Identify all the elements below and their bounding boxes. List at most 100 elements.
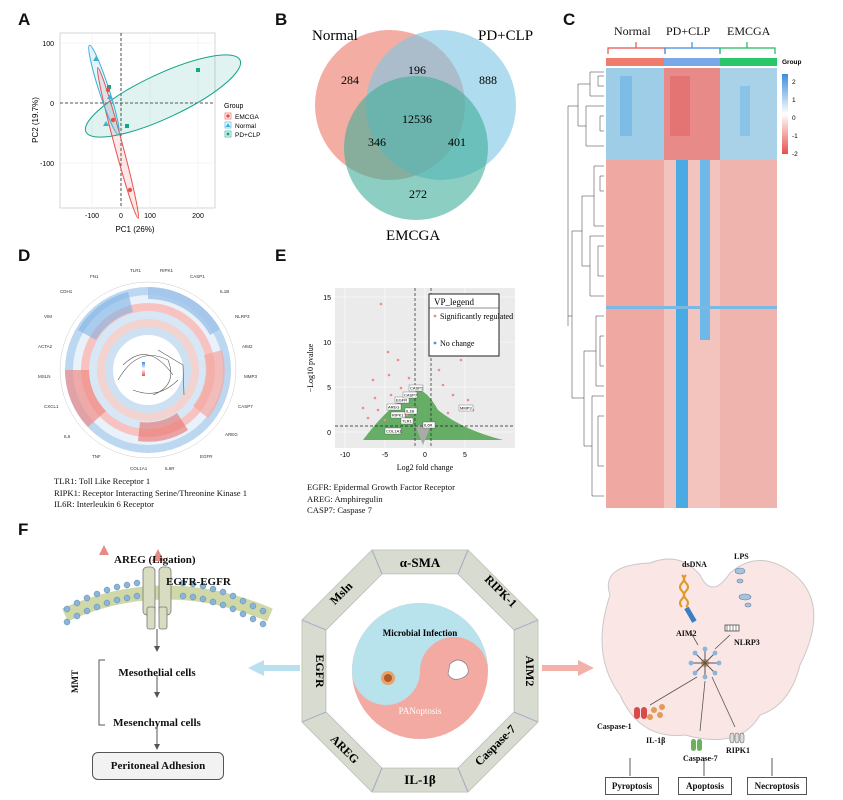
panoptosis-cell: [601, 558, 815, 751]
venn-region-normal-emcga: 346: [368, 135, 386, 149]
panel-label-b: B: [275, 10, 288, 29]
pca-point-pdclp: [196, 68, 200, 72]
panel-label-d: D: [18, 246, 31, 265]
venn-region-pdclp-emcga: 401: [448, 135, 466, 149]
venn-region-emcga-only: 272: [409, 187, 427, 201]
pca-ytick: -100: [40, 161, 54, 168]
volcano-xlabel: Log2 fold change: [397, 463, 454, 472]
heatmap-scale-2: 2: [792, 79, 796, 86]
svg-text:IL1B: IL1B: [220, 289, 229, 294]
nlrp3-icon: [724, 624, 740, 632]
egfr-receptor-icon: [142, 566, 172, 630]
cell-icon: [447, 659, 469, 680]
volcano-legend-nochange: No change: [440, 339, 475, 348]
svg-text:CASP1: CASP1: [190, 274, 205, 279]
heatmap-group-normal: Normal: [614, 24, 651, 38]
volcano-ytick: 15: [323, 295, 331, 302]
pca-point-normal: [103, 121, 109, 126]
lps-icon: [734, 567, 752, 608]
heatmap-cells: [606, 68, 777, 508]
volcano-ytick: 10: [323, 340, 331, 347]
volcano-ytick: 5: [327, 385, 331, 392]
membrane-pathway: [62, 545, 273, 750]
il1b-icon: [647, 704, 665, 720]
venn-label-emcga: EMCGA: [386, 228, 440, 244]
volcano-gene-label: CASP7: [404, 393, 418, 398]
pca-ytick: 100: [42, 41, 54, 48]
venn-region-normal-only: 284: [341, 73, 359, 87]
pca-points: [93, 56, 200, 193]
outcome-necroptosis: Necroptosis: [747, 777, 807, 795]
pca-point-normal: [107, 94, 113, 99]
caspase7-icon: [691, 739, 702, 751]
venn-label-normal: Normal: [312, 28, 358, 44]
inflammasome-icon: [688, 646, 722, 680]
heatmap-legend-title: Group: [782, 59, 802, 66]
peritoneal-adhesion-box: Peritoneal Adhesion: [92, 752, 224, 780]
receptor-label: EGFR-EGFR: [166, 576, 231, 588]
heatmap-scale-0: 0: [792, 115, 796, 122]
volcano-caption-casp7: CASP7: Caspase 7: [307, 505, 372, 515]
caspase7-label: Caspase-7: [683, 754, 718, 763]
pca-ylabel: PC2 (19.7%): [31, 97, 40, 143]
heatmap-scale-1: 1: [792, 97, 796, 104]
octagon-label-il1b: IL-1β: [404, 772, 436, 787]
aim2-icon: [684, 606, 697, 623]
svg-text:AREG: AREG: [225, 432, 238, 437]
nlrp3-label: NLRP3: [734, 638, 760, 647]
pca-point-pdclp: [125, 124, 129, 128]
venn-label-pdclp: PD+CLP: [478, 28, 533, 44]
heatmap-scale-neg1: -1: [792, 133, 798, 140]
volcano-caption-areg: AREG: Amphiregulin: [307, 493, 383, 504]
pca-point-emcga: [127, 187, 133, 193]
heatmap-scale-neg2: -2: [792, 151, 798, 158]
volcano-xtick: -5: [382, 452, 388, 459]
panel-label-c: C: [563, 10, 576, 29]
pca-ytick: 0: [50, 101, 54, 108]
heatmap-group-pdclp: PD+CLP: [666, 24, 711, 38]
lps-label: LPS: [734, 552, 749, 561]
microbe-icon: [381, 671, 395, 685]
heatmap-dendrogram: [567, 71, 604, 497]
pca-legend-emcga: EMCGA: [235, 114, 260, 121]
outcome-pyroptosis: Pyroptosis: [605, 777, 659, 795]
circos-caption-ripk1: RIPK1: Receptor Interacting Serine/Threo…: [54, 487, 248, 498]
areg-label: AREG (Ligation): [114, 554, 196, 566]
outcome-apoptosis: Apoptosis: [678, 777, 732, 795]
svg-text:MMP3: MMP3: [244, 374, 257, 379]
areg-ligand-icon: [152, 549, 164, 561]
pca-point-normal: [93, 56, 99, 61]
panel-label-e: E: [275, 246, 287, 265]
circle-microbial-infection: Microbial Infection: [383, 628, 458, 638]
caspase1-icon: [634, 707, 647, 719]
volcano-gene-label: RIPK1: [392, 413, 404, 418]
circos-caption-tlr1: TLR1: Toll Like Receptor 1: [54, 476, 151, 486]
svg-text:MSLN: MSLN: [38, 374, 51, 379]
volcano-legend-significant: Significantly regulated: [440, 312, 513, 321]
outcome-arrows: [629, 758, 773, 776]
volcano-ytick: 0: [327, 430, 331, 437]
volcano-gene-label: TLR1: [402, 419, 413, 424]
dsdna-label: dsDNA: [682, 560, 707, 569]
pca-point-pdclp: [107, 85, 111, 89]
svg-text:IL6R: IL6R: [165, 466, 175, 471]
arrow-right: [542, 660, 594, 676]
svg-text:EGFR: EGFR: [200, 454, 213, 459]
panel-label-f: F: [18, 520, 29, 539]
volcano-gene-label: CASP1: [410, 386, 424, 391]
octagon-label-aim2: AIM2: [523, 656, 537, 687]
pca-point-emcga: [105, 87, 111, 93]
pca-legend-title: Group: [224, 103, 244, 110]
svg-text:VIM: VIM: [44, 314, 52, 319]
octagon-panel: Microbial Infection PANoptosis α-SMA RIP…: [301, 549, 539, 793]
ripk1-label: RIPK1: [726, 746, 750, 755]
pca-legend-pdclp: PD+CLP: [235, 132, 260, 139]
svg-text:CDH1: CDH1: [60, 289, 73, 294]
pca-xtick: 200: [192, 213, 204, 220]
mesenchymal-cells: Mesenchymal cells: [113, 717, 201, 729]
octagon-label-asma: α-SMA: [400, 555, 441, 570]
svg-text:RIPK1: RIPK1: [160, 268, 174, 273]
aim2-label: AIM2: [676, 629, 697, 638]
pca-xlabel: PC1 (26%): [115, 225, 154, 234]
venn-region-all: 12536: [402, 112, 432, 126]
